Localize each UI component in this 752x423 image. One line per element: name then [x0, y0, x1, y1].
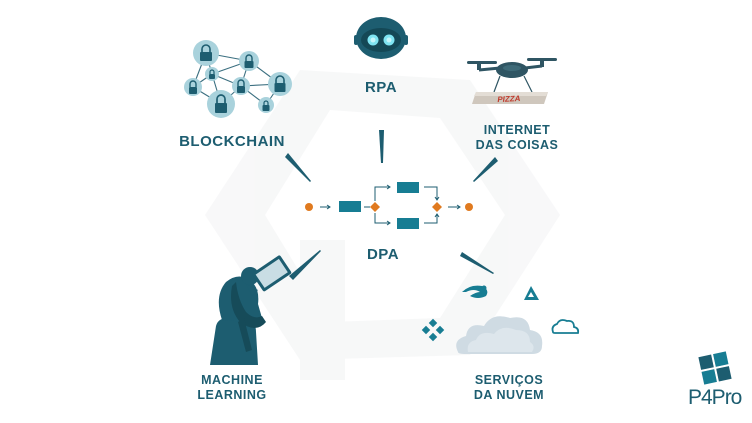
- iot-label-line2: DAS COISAS: [475, 138, 559, 152]
- cloud-label: SERVIÇOS DA NUVEM: [462, 373, 556, 403]
- process-gateway-split: [370, 202, 380, 212]
- cloud-label-line1: SERVIÇOS: [474, 373, 544, 387]
- iot-label: INTERNET DAS COISAS: [470, 123, 564, 153]
- wedge-rpa: [379, 130, 384, 163]
- arrow: [320, 204, 331, 210]
- lock-network-icon: [184, 40, 292, 118]
- process-task-2: [397, 182, 419, 193]
- iot-label-line1: INTERNET: [483, 123, 551, 137]
- wedge-ml: [289, 250, 321, 280]
- brand-logo-text: P4Pro: [688, 386, 742, 409]
- ml-label-line1: MACHINE: [201, 373, 263, 387]
- logo-icon: [698, 351, 732, 385]
- process-gateway-merge: [432, 202, 442, 212]
- ml-label: MACHINE LEARNING: [184, 373, 280, 403]
- swoosh-logo-icon: [462, 285, 488, 298]
- wedge-cloud: [460, 252, 494, 274]
- background-watermark: [205, 70, 560, 380]
- robot-head-icon: [354, 17, 408, 59]
- wedge-iot: [473, 157, 498, 182]
- wedge-blockchain: [285, 153, 311, 182]
- process-start-dot: [305, 203, 313, 211]
- thinker-statue-icon: [210, 255, 292, 365]
- rpa-label: RPA: [364, 79, 398, 96]
- cloud-outline-icon: [551, 319, 580, 334]
- ml-label-line2: LEARNING: [197, 388, 267, 402]
- dpa-label: DPA: [366, 246, 400, 263]
- connector-wedges: [285, 130, 498, 280]
- cloud-services-icon: [421, 285, 580, 354]
- process-end-dot: [465, 203, 473, 211]
- diamond-cluster-icon: [421, 318, 445, 342]
- process-task-3: [397, 218, 419, 229]
- pizza-box-text: PIZZA: [497, 94, 521, 104]
- blockchain-label: BLOCKCHAIN: [179, 133, 285, 150]
- triangle-logo-icon: [524, 286, 539, 300]
- cloud-label-line2: DA NUVEM: [473, 388, 545, 402]
- drone-icon: [467, 58, 557, 104]
- process-task-1: [339, 201, 361, 212]
- dpa-process-flow: [305, 182, 473, 229]
